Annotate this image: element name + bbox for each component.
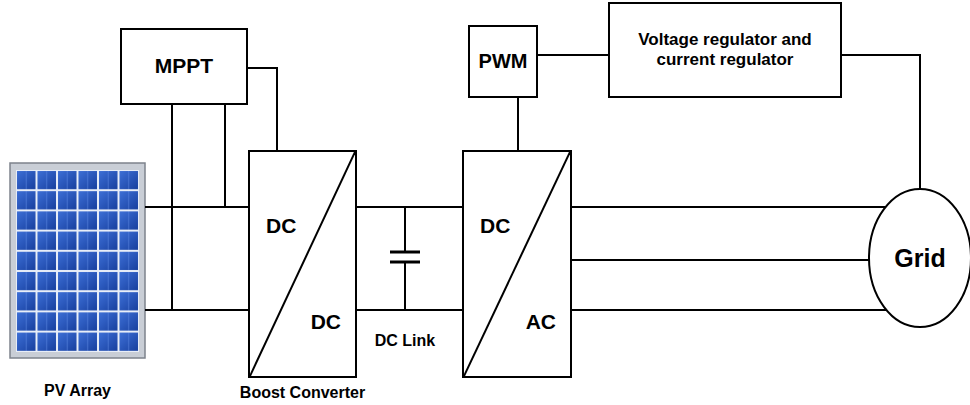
dc-link-label: DC Link [373,332,437,350]
wire-connector [357,309,462,311]
pv-array: PV Array [10,163,145,358]
capacitor-symbol [390,207,420,310]
block-label: DC [266,214,296,238]
wire-connector [538,54,608,56]
wire-connector [572,309,886,311]
block-label: DC [480,214,510,238]
block-label: AC [526,310,556,334]
block-caption: Boost Converter [240,384,365,402]
mppt-box: MPPT [120,28,248,105]
boost-converter: DCDCBoost Converter [248,150,357,378]
block-caption: PV Array [44,382,111,400]
wire-connector [842,55,920,188]
block-label: PWM [479,50,528,73]
diagonal-line [250,152,355,376]
grid-ellipse: Grid [868,188,970,328]
wire-connector [572,206,886,208]
pv-panel [10,163,145,358]
wire-connector [248,68,277,150]
wire-connector [145,105,225,207]
block-label: Grid [894,244,945,273]
block-label: Voltage regulator and current regulator [638,30,813,69]
wire-connector [517,98,519,150]
regulator-box: Voltage regulator and current regulator [608,2,842,98]
inverter-box: DC AC [462,150,572,378]
wire-connector [572,259,869,261]
wire-connector [357,206,462,208]
diagonal-divider [250,152,355,376]
pwm-box: PWM [468,25,538,98]
grid-outline [869,189,970,327]
block-label: DC [311,310,341,334]
diagonal-divider [464,152,570,376]
diagonal-line [464,152,570,376]
block-label: MPPT [155,54,213,78]
